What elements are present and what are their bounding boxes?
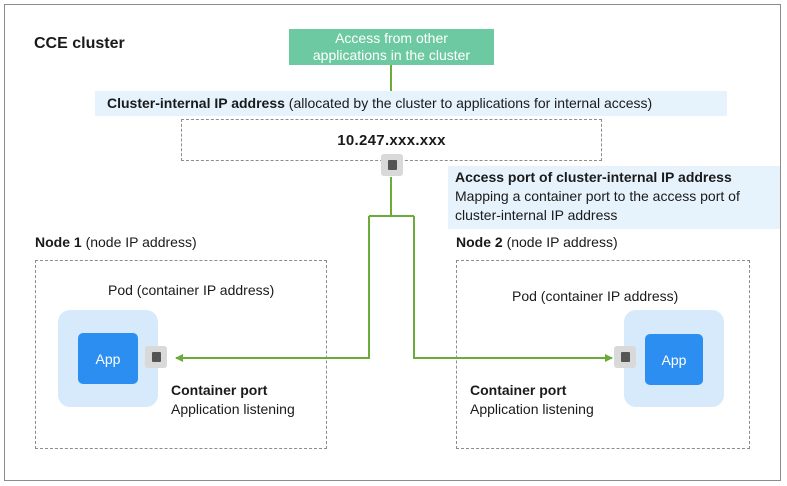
node1-app: App (78, 333, 138, 384)
cluster-ip-value: 10.247.xxx.xxx (337, 131, 446, 149)
access-from-apps-box: Access from other applications in the cl… (289, 29, 494, 65)
access-line-1: Access from other (335, 30, 448, 46)
node1-port-desc: Application listening (171, 401, 295, 417)
node1-box (35, 260, 327, 449)
cluster-title: CCE cluster (34, 35, 125, 52)
node2-port-desc: Application listening (470, 401, 594, 417)
node1-name-note: (node IP address) (81, 234, 197, 250)
node2-container-port-label: Container port Application listening (470, 381, 594, 419)
node2-port-title: Container port (470, 382, 567, 398)
access-port-desc-1: Mapping a container port to the access p… (455, 188, 740, 204)
node1-port-title: Container port (171, 382, 268, 398)
node2-container-port-icon (614, 346, 636, 368)
cluster-ip-port-icon (381, 154, 403, 176)
node1-port-connector-icon (151, 352, 161, 362)
node2-box (456, 260, 750, 449)
node2-port-connector-icon (620, 352, 630, 362)
node2-name-note: (node IP address) (502, 234, 618, 250)
node2-pod-label: Pod (container IP address) (512, 288, 679, 304)
connector-to-node1 (175, 216, 370, 362)
node1-container-port-label: Container port Application listening (171, 381, 295, 419)
access-port-desc-2: cluster-internal IP address (455, 207, 618, 223)
cluster-frame (4, 4, 781, 481)
node2-name: Node 2 (456, 234, 503, 250)
connector-to-node2 (413, 216, 613, 362)
node2-app: App (645, 334, 703, 385)
cluster-ip-label-note: (allocated by the cluster to application… (284, 95, 653, 111)
node2-title: Node 2 (node IP address) (456, 234, 618, 250)
node1-pod-label: Pod (container IP address) (108, 282, 275, 298)
port-connector-icon (387, 160, 397, 170)
node1-container-port-icon (145, 346, 167, 368)
node1-name: Node 1 (35, 234, 82, 250)
cluster-ip-label: Cluster-internal IP address (107, 95, 285, 111)
access-line-2: applications in the cluster (312, 47, 471, 63)
access-port-title: Access port of cluster-internal IP addre… (455, 169, 732, 185)
node1-title: Node 1 (node IP address) (35, 234, 197, 250)
access-port-note: Access port of cluster-internal IP addre… (448, 166, 780, 229)
cluster-ip-label-band: Cluster-internal IP address (allocated b… (95, 91, 727, 116)
